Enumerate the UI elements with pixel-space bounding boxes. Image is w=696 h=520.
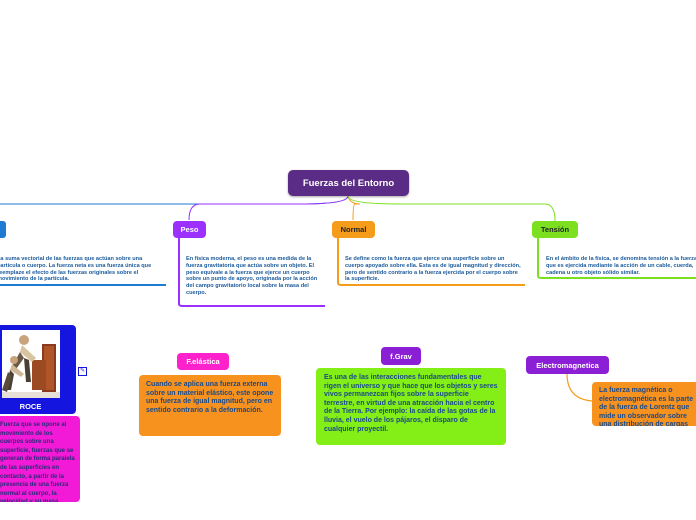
topic-roce[interactable]: ROCE xyxy=(0,325,76,414)
topic-normal[interactable]: Normal xyxy=(332,221,375,238)
roce-picture xyxy=(2,330,60,398)
electro-description: La fuerza magnética o electromagnética e… xyxy=(592,382,696,426)
elastica-label: F.elástica xyxy=(186,357,220,366)
normal-label: Normal xyxy=(340,225,367,234)
grav-label: f.Grav xyxy=(390,351,412,361)
peso-bracket xyxy=(178,238,325,307)
root-label: Fuerzas del Entorno xyxy=(302,177,395,189)
link-normal xyxy=(347,195,361,221)
normal-description: Se define como la fuerza que ejerce una … xyxy=(345,256,521,283)
electro-label: Electromagnetica xyxy=(536,360,599,370)
topic-grav[interactable]: f.Grav xyxy=(381,347,421,365)
peso-description: En física moderna, el peso es una medida… xyxy=(186,256,318,296)
topic-peso[interactable]: Peso xyxy=(173,221,206,238)
tension-label: Tensión xyxy=(540,225,570,234)
peso-label: Peso xyxy=(180,225,199,234)
link-electro xyxy=(566,373,593,402)
link-tension xyxy=(347,195,556,222)
topic-elastica[interactable]: F.elástica xyxy=(177,353,229,370)
topic-electromagnetica[interactable]: Electromagnetica xyxy=(526,356,609,374)
link-left xyxy=(0,195,349,205)
topic-left-partial[interactable] xyxy=(0,221,6,238)
topic-tension[interactable]: Tensión xyxy=(532,221,578,238)
root-node[interactable]: Fuerzas del Entorno xyxy=(288,170,409,196)
normal-bracket xyxy=(337,238,525,286)
tension-bracket xyxy=(537,238,696,279)
grav-description: Es una de las interacciones fundamentale… xyxy=(316,368,506,445)
elastica-description: Cuando se aplica una fuerza externa sobr… xyxy=(139,375,281,436)
left-description: La suma vectorial de las fuerzas que act… xyxy=(0,256,152,283)
roce-label: ROCE xyxy=(19,402,42,411)
people-pushing-icon xyxy=(2,335,60,398)
note-icon[interactable]: ✎ xyxy=(78,367,87,376)
roce-description: Fuerza que se opone al movimiento de los… xyxy=(0,416,80,502)
tension-description: En el ámbito de la física, se denomina t… xyxy=(546,256,696,276)
link-peso xyxy=(188,195,349,221)
